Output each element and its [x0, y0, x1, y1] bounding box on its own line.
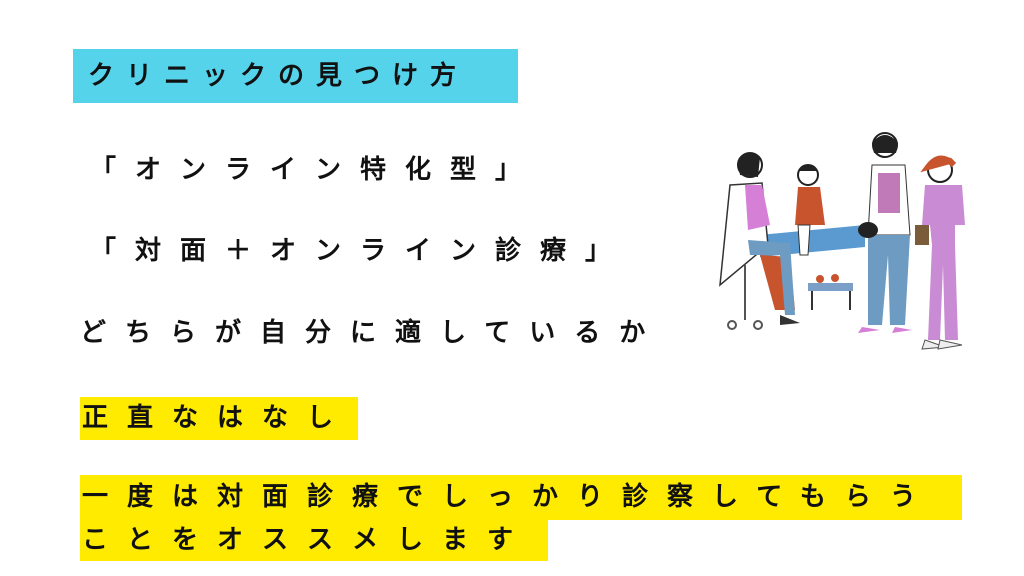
recommendation-highlight-2 — [80, 519, 548, 561]
honest-heading: 正直なはなし — [82, 403, 353, 433]
clinic-illustration — [719, 132, 965, 350]
option-online-only: 「オンライン特化型」 — [90, 155, 541, 185]
recommendation-line-2: ことをオススメします — [82, 525, 533, 555]
option-hybrid: 「対面＋オンライン診療」 — [90, 236, 631, 266]
heading-highlight — [80, 397, 358, 440]
slide-title: クリニックの見つけ方 — [88, 61, 469, 91]
title-background — [73, 49, 518, 103]
question-text: どちらが自分に適しているか — [80, 318, 665, 348]
recommendation-line-1: 一度は対面診療でしっかり診察してもらう — [82, 482, 935, 512]
recommendation-highlight-1 — [80, 475, 962, 520]
